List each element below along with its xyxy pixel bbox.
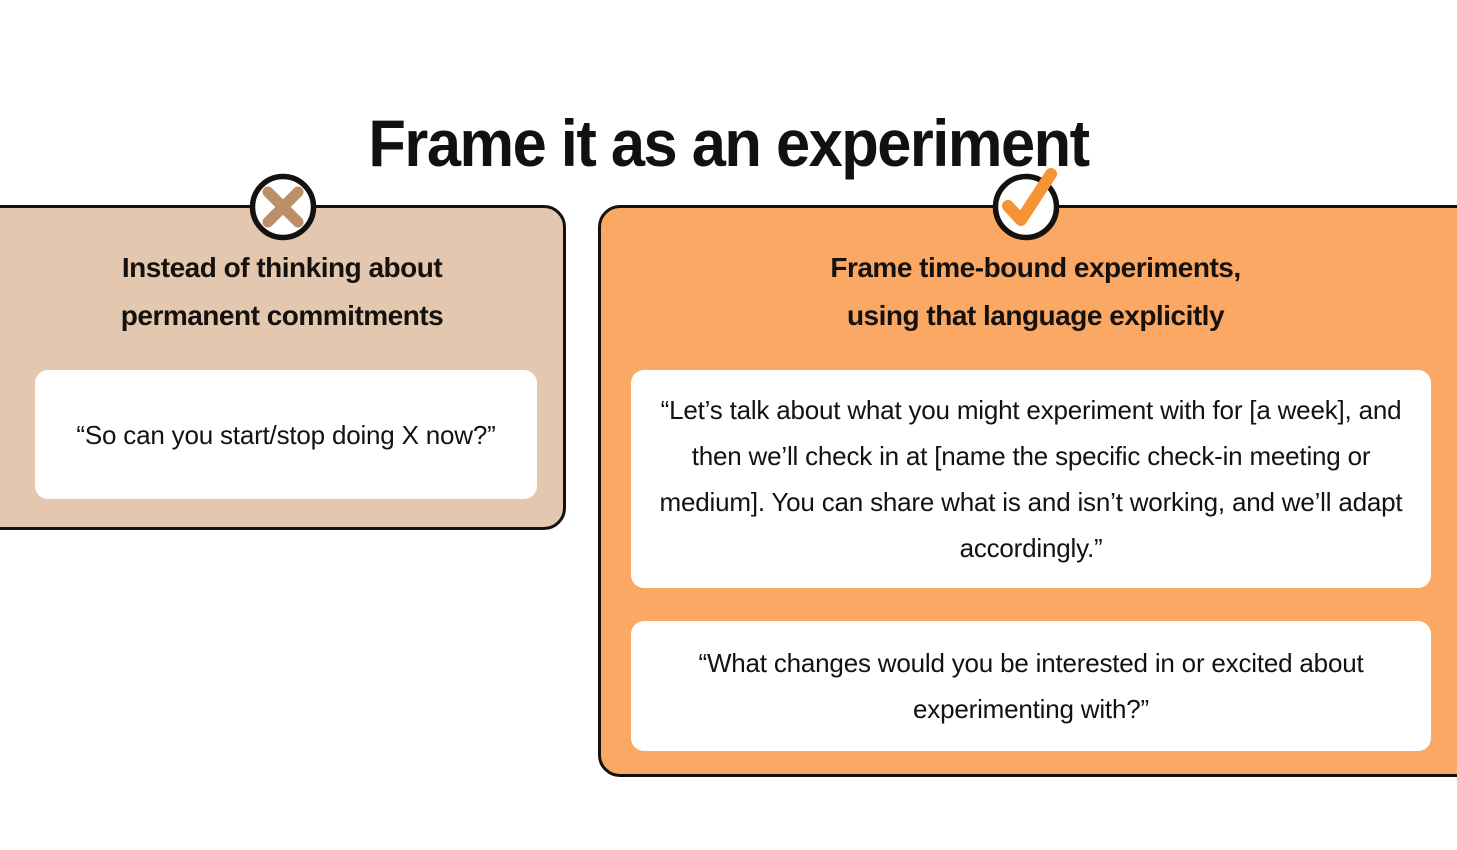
quote-text-positive-2: “What changes would you be interested in… <box>698 648 1364 724</box>
cross-icon <box>248 172 318 242</box>
quote-box-positive-2: “What changes would you be interested in… <box>631 621 1431 751</box>
card-negative: Instead of thinking about permanent comm… <box>0 205 566 530</box>
quote-box-negative-1: “So can you start/stop doing X now?” <box>35 370 537 499</box>
quote-text-negative-1: “So can you start/stop doing X now?” <box>76 419 496 450</box>
card-negative-heading: Instead of thinking about permanent comm… <box>0 244 563 340</box>
card-positive-heading-line-1: Frame time-bound experiments, <box>830 252 1241 283</box>
quote-box-positive-1: “Let’s talk about what you might experim… <box>631 370 1431 588</box>
quote-text-positive-1: “Let’s talk about what you might experim… <box>659 395 1403 563</box>
card-negative-heading-line-1: Instead of thinking about <box>121 252 443 283</box>
card-positive: Frame time-bound experiments, using that… <box>598 205 1457 777</box>
card-negative-heading-line-2: permanent commitments <box>120 300 444 331</box>
check-icon <box>991 168 1061 242</box>
card-positive-heading: Frame time-bound experiments, using that… <box>601 244 1457 340</box>
card-positive-heading-line-2: using that language explicitly <box>846 300 1225 331</box>
page-title: Frame it as an experiment <box>368 106 1090 181</box>
